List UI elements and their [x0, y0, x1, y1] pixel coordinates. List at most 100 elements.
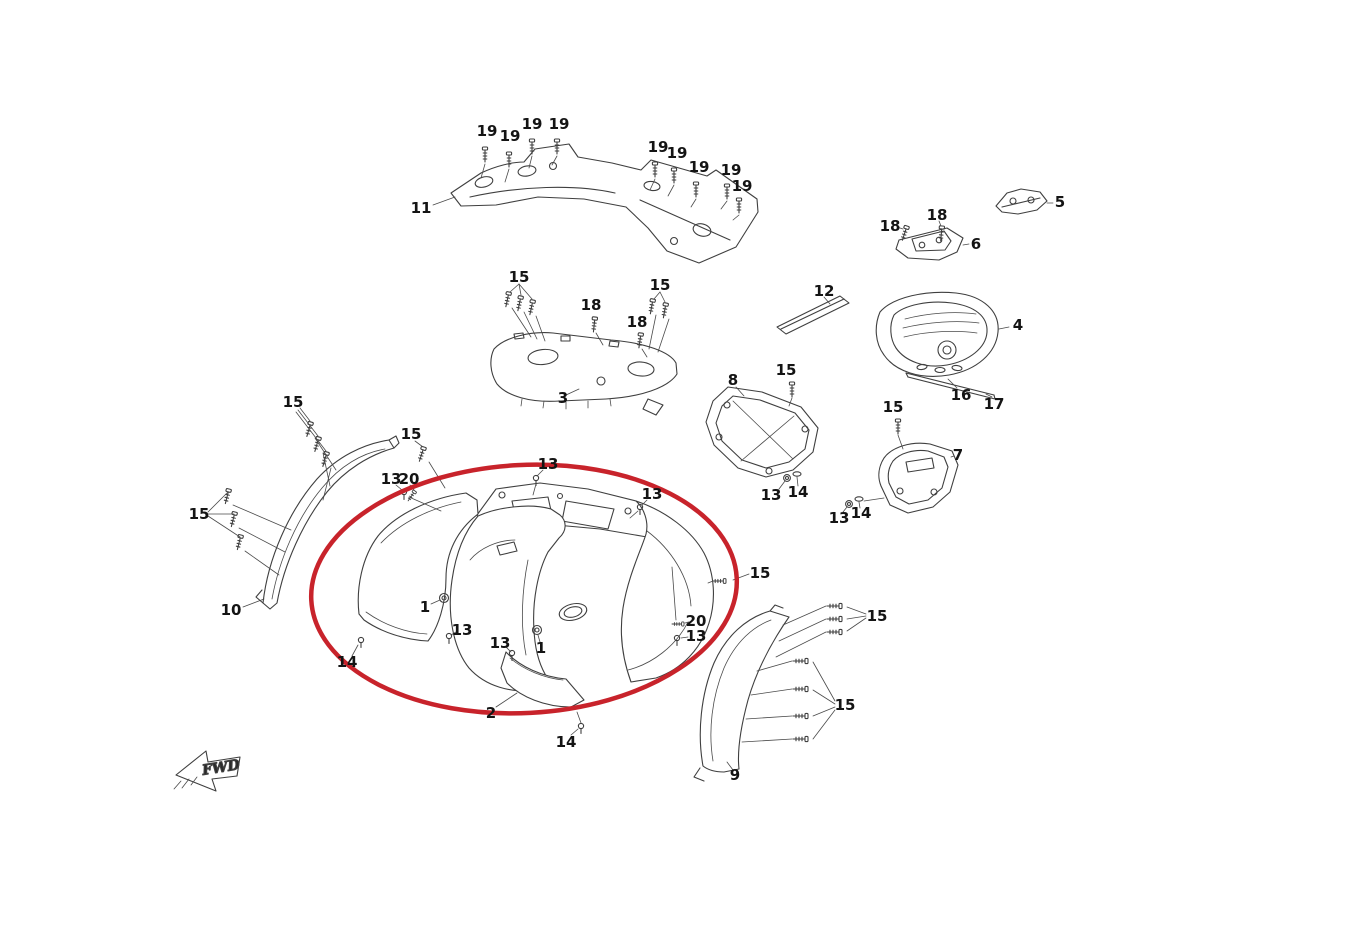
callout-15: 15: [883, 398, 904, 416]
callout-19: 19: [721, 161, 742, 179]
part-7-bracket: [842, 418, 959, 514]
callout-15: 15: [189, 505, 210, 523]
callout-2: 2: [486, 704, 496, 722]
screw-icon: [590, 316, 599, 333]
screw-icon: [826, 628, 843, 636]
callout-8: 8: [728, 371, 738, 389]
nut-icon: [783, 474, 791, 482]
washer-icon: [792, 471, 802, 477]
screw-icon: [505, 151, 513, 168]
part-9-side-panel: [693, 604, 790, 782]
screw-icon: [528, 138, 536, 155]
screw-icon: [826, 602, 843, 610]
pin-icon: [357, 636, 365, 649]
callout-6: 6: [971, 235, 981, 253]
callout-12: 12: [814, 282, 835, 300]
screw-icon: [416, 445, 428, 463]
screw-set-19: [480, 138, 743, 221]
callout-20: 20: [399, 470, 420, 488]
callout-18: 18: [627, 313, 648, 331]
callout-19: 19: [477, 122, 498, 140]
screw-icon: [647, 297, 657, 315]
screw-icon: [670, 167, 678, 184]
screw-set-15-lower-left: [207, 487, 292, 576]
callout-20: 20: [686, 612, 707, 630]
callout-19: 19: [689, 158, 710, 176]
callout-19: 19: [549, 115, 570, 133]
callout-9: 9: [730, 766, 740, 784]
screw-icon: [723, 183, 731, 200]
callout-13: 13: [452, 621, 473, 639]
callout-7: 7: [953, 446, 963, 464]
screw-set-15-upper-left: [295, 407, 337, 501]
screw-set-15-right-of-3: [647, 291, 670, 353]
callout-16: 16: [951, 386, 972, 404]
screw-icon: [937, 225, 946, 242]
screw-icon: [792, 685, 809, 693]
fwd-label: FWD: [200, 757, 242, 779]
callout-15: 15: [509, 268, 530, 286]
part-4-front-panel: [875, 291, 1010, 377]
callout-14: 14: [788, 483, 809, 501]
screw-icon: [735, 197, 743, 214]
callout-14: 14: [851, 504, 872, 522]
screw-icon: [788, 381, 796, 398]
screw-icon: [651, 161, 659, 178]
callout-15: 15: [650, 276, 671, 294]
screw-set-15-right-upper: [775, 602, 867, 658]
screw-icon: [692, 181, 700, 198]
part-10-side-trim: [242, 435, 400, 610]
screw-icon: [405, 489, 418, 503]
part-16-17-trim: [905, 372, 996, 400]
callout-15: 15: [835, 696, 856, 714]
callout-13: 13: [686, 627, 707, 645]
callout-14: 14: [556, 733, 577, 751]
callout-15: 15: [867, 607, 888, 625]
callout-13: 13: [642, 485, 663, 503]
callout-19: 19: [522, 115, 543, 133]
callout-1: 1: [536, 639, 546, 657]
callout-13: 13: [761, 486, 782, 504]
callout-13: 13: [538, 455, 559, 473]
callout-13: 13: [490, 634, 511, 652]
callout-19: 19: [732, 177, 753, 195]
screw-set-15-left-of-3: [502, 283, 546, 342]
screw-icon: [660, 301, 670, 319]
highlight-ellipse: [308, 462, 740, 716]
callout-13: 13: [829, 509, 850, 527]
part-1-2-rear-body-assembly: [357, 482, 714, 708]
screw-icon: [826, 615, 843, 623]
screw-icon: [526, 298, 537, 316]
callout-10: 10: [221, 601, 242, 619]
callout-14: 14: [337, 653, 358, 671]
callout-11: 11: [411, 199, 432, 217]
callout-15: 15: [776, 361, 797, 379]
screw-set-15-right-lower: [741, 657, 836, 743]
callout-18: 18: [880, 217, 901, 235]
part-3-console-panel: [490, 332, 678, 416]
screw-icon: [635, 332, 645, 349]
fwd-arrow: FWD: [173, 750, 242, 792]
part-6-bracket: [895, 220, 970, 261]
screw-icon: [502, 290, 513, 308]
callout-4: 4: [1013, 316, 1023, 334]
callout-15: 15: [401, 425, 422, 443]
callout-3: 3: [558, 389, 568, 407]
washer-icon: [854, 496, 864, 502]
callout-13: 13: [381, 470, 402, 488]
screw-icon: [894, 418, 902, 435]
callout-15: 15: [283, 393, 304, 411]
screw-icon: [792, 657, 809, 665]
screw-icon: [481, 146, 489, 163]
callout-5: 5: [1055, 193, 1065, 211]
callout-1: 1: [420, 598, 430, 616]
callout-15: 15: [750, 564, 771, 582]
pin-icon: [577, 722, 585, 735]
screw-icon: [792, 735, 809, 743]
callout-19: 19: [667, 144, 688, 162]
part-11-top-rack-panel: [432, 143, 759, 264]
screw-icon: [792, 712, 809, 720]
